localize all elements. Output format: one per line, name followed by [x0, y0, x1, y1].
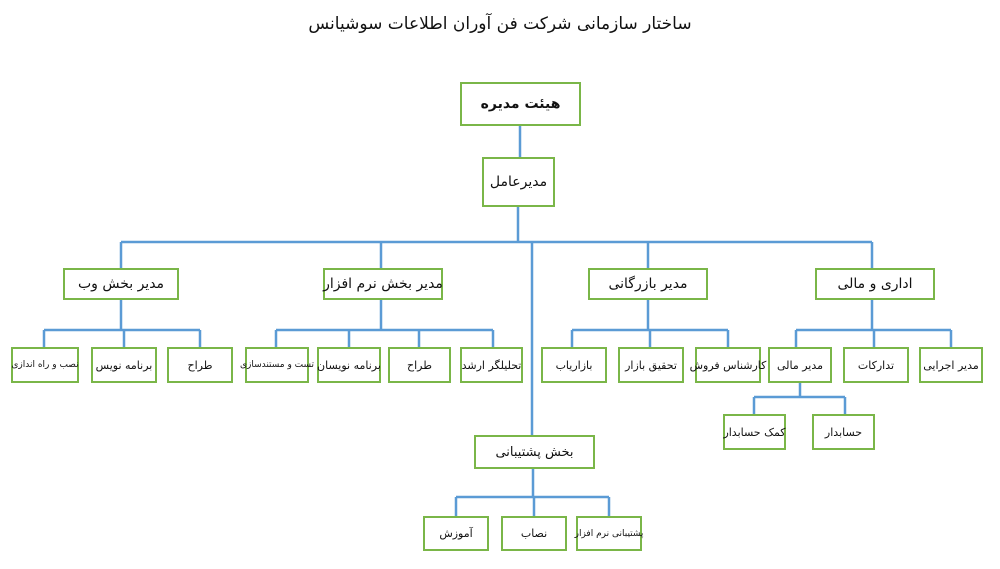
- node-commerce-manager: مدیر بازرگانی: [588, 268, 708, 300]
- node-ceo: مدیرعامل: [482, 157, 555, 207]
- node-web-installer: نصب و راه اندازی: [11, 347, 79, 383]
- node-accountant: حسابدار: [812, 414, 875, 450]
- node-sw-designer: طراح: [388, 347, 451, 383]
- node-support-dept: بخش پشتیبانی: [474, 435, 595, 469]
- node-board: هیئت مدیره: [460, 82, 581, 126]
- node-software-support: پشتیبانی نرم افزار: [575, 516, 643, 551]
- node-finance-manager: مدیر مالی: [768, 347, 832, 383]
- chart-title: ساختار سازمانی شرکت فن آوران اطلاعات سوش…: [308, 14, 692, 34]
- node-admin-finance: اداری و مالی: [815, 268, 935, 300]
- node-web-designer: طراح: [167, 347, 233, 383]
- node-training: آموزش: [423, 516, 489, 551]
- node-procurement: تدارکات: [843, 347, 909, 383]
- node-sw-tester: تست و مستندسازی: [240, 347, 314, 383]
- node-sales-expert: کارشناس فروش: [690, 347, 766, 383]
- node-sw-programmers: برنامه نویسان: [317, 347, 381, 383]
- node-market-research: تحقیق بازار: [618, 347, 684, 383]
- node-software-manager: مدیر بخش نرم افزار: [323, 268, 443, 300]
- node-marketer: بازاریاب: [541, 347, 607, 383]
- node-executive-manager: مدیر اجرایی: [919, 347, 983, 383]
- node-installer: نصاب: [501, 516, 567, 551]
- node-assistant-accountant: کمک حسابدار: [723, 414, 786, 450]
- node-web-manager: مدیر بخش وب: [63, 268, 179, 300]
- node-sw-senior-analyst: تحلیلگر ارشد: [460, 347, 523, 383]
- node-web-programmer: برنامه نویس: [91, 347, 157, 383]
